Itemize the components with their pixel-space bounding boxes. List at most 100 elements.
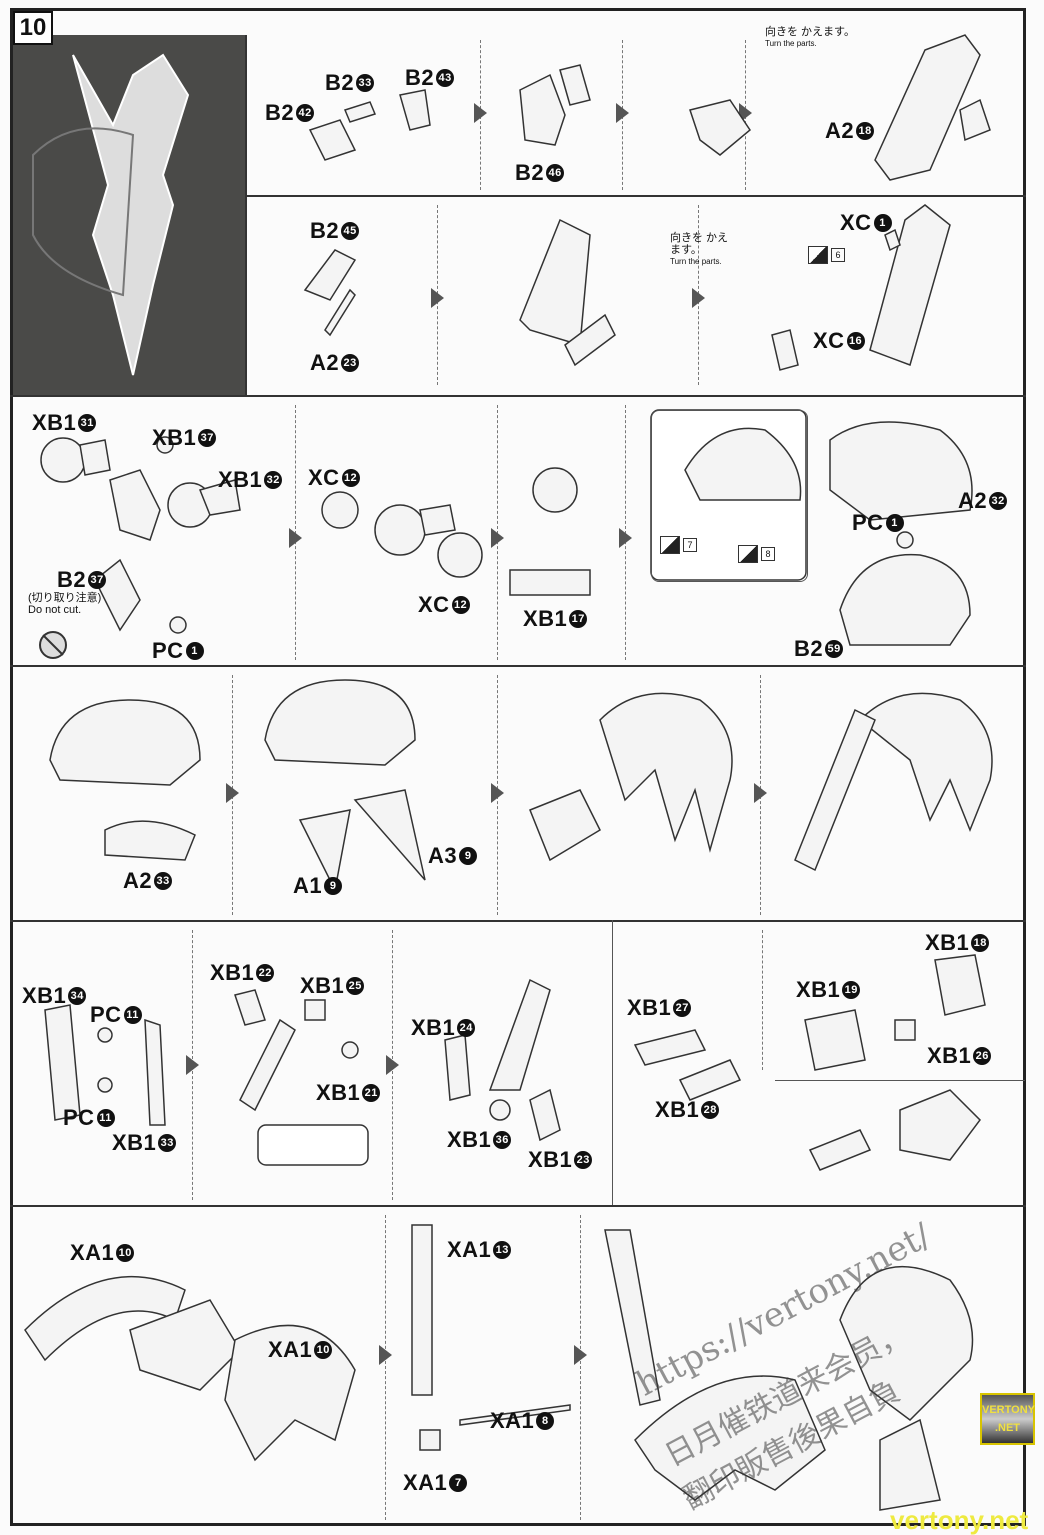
part-runner: XC bbox=[813, 328, 845, 353]
part-number: 42 bbox=[296, 104, 315, 122]
part-runner: XB1 bbox=[447, 1127, 492, 1152]
divider bbox=[775, 1080, 1025, 1081]
part-runner: A2 bbox=[958, 488, 988, 513]
step-overview-image bbox=[13, 35, 245, 395]
next-arrow-icon bbox=[692, 288, 705, 308]
part-number: 33 bbox=[356, 74, 375, 92]
part-number: 45 bbox=[341, 222, 360, 240]
part-runner: A2 bbox=[825, 118, 855, 143]
footer-watermark: vertony.net bbox=[890, 1505, 1029, 1535]
part-number: 32 bbox=[989, 492, 1008, 510]
part-number: 37 bbox=[198, 429, 217, 447]
part-number: 17 bbox=[569, 610, 588, 628]
part-number: 10 bbox=[314, 1341, 333, 1359]
part-runner: A2 bbox=[123, 868, 153, 893]
turn-parts-note: 向きを かえます。 Turn the parts. bbox=[765, 26, 855, 50]
detail-callout bbox=[651, 410, 808, 582]
part-runner: XA1 bbox=[447, 1237, 492, 1262]
part-number: 21 bbox=[362, 1084, 381, 1102]
part-runner: B2 bbox=[325, 70, 355, 95]
next-arrow-icon bbox=[616, 103, 629, 123]
divider bbox=[245, 35, 247, 395]
part-runner: PC bbox=[90, 1002, 122, 1027]
part-number: 19 bbox=[842, 981, 861, 999]
part-runner: XB1 bbox=[627, 995, 672, 1020]
assembled-binder-illustration bbox=[32, 53, 190, 376]
part-number: 16 bbox=[846, 332, 865, 350]
part-number: 11 bbox=[123, 1006, 142, 1024]
part-number: 28 bbox=[701, 1101, 720, 1119]
part-runner: XB1 bbox=[316, 1080, 361, 1105]
part-number: 23 bbox=[574, 1151, 593, 1169]
part-runner: XB1 bbox=[927, 1043, 972, 1068]
part-runner: XA1 bbox=[268, 1337, 313, 1362]
step-number: 10 bbox=[13, 11, 53, 45]
part-runner: XB1 bbox=[528, 1147, 573, 1172]
part-runner: XB1 bbox=[655, 1097, 700, 1122]
sticker-7: 7 bbox=[660, 536, 697, 554]
part-runner: XA1 bbox=[403, 1470, 448, 1495]
part-number: 10 bbox=[116, 1244, 135, 1262]
do-not-cut-en: Do not cut. bbox=[28, 604, 82, 616]
part-runner: XB1 bbox=[210, 960, 255, 985]
divider bbox=[245, 195, 1026, 197]
part-number: 46 bbox=[546, 164, 565, 182]
part-runner: B2 bbox=[405, 65, 435, 90]
part-number: 23 bbox=[341, 354, 360, 372]
part-number: 59 bbox=[825, 640, 844, 658]
turn-note-en: Turn the parts. bbox=[765, 39, 817, 48]
part-runner: XC bbox=[418, 592, 450, 617]
turn-note-jp: 向きを かえます。 bbox=[765, 26, 855, 38]
part-number: 12 bbox=[451, 596, 470, 614]
part-number: 27 bbox=[673, 999, 692, 1017]
part-number: 18 bbox=[971, 934, 990, 952]
part-number: 9 bbox=[459, 847, 478, 865]
divider bbox=[10, 920, 1026, 922]
part-number: 34 bbox=[68, 987, 87, 1005]
part-runner: A3 bbox=[428, 843, 458, 868]
part-number: 18 bbox=[856, 122, 875, 140]
divider bbox=[10, 665, 1026, 667]
part-runner: XB1 bbox=[796, 977, 841, 1002]
do-not-cut-jp: (切り取り注意) bbox=[28, 592, 102, 604]
part-runner: B2 bbox=[794, 636, 824, 661]
next-arrow-icon bbox=[491, 528, 504, 548]
part-number: 1 bbox=[885, 514, 904, 532]
part-number: 36 bbox=[493, 1131, 512, 1149]
part-runner: B2 bbox=[515, 160, 545, 185]
turn-parts-note: 向きを かえます。 Turn the parts. bbox=[670, 232, 730, 268]
next-arrow-icon bbox=[379, 1345, 392, 1365]
next-arrow-icon bbox=[574, 1345, 587, 1365]
part-runner: XB1 bbox=[32, 410, 77, 435]
part-runner: A2 bbox=[310, 350, 340, 375]
part-number: 33 bbox=[154, 872, 173, 890]
